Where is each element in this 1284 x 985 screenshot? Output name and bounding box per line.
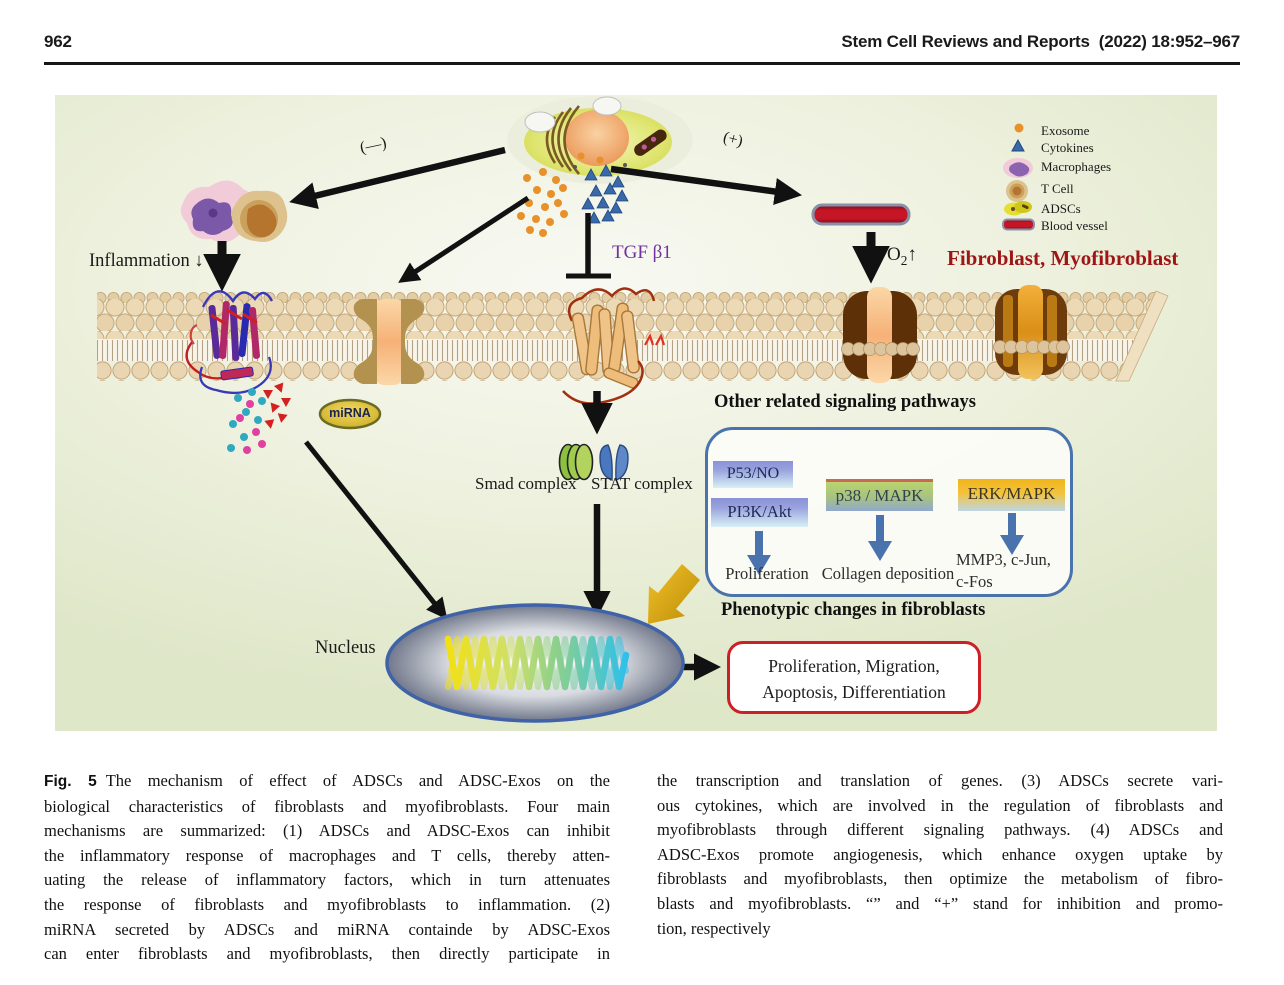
mirna-label: miRNA	[329, 406, 371, 420]
tgf-receptor-icon	[562, 287, 666, 405]
membrane-channel-icon	[353, 299, 425, 385]
caption-line: the response of fibroblasts and myofibro…	[44, 894, 610, 914]
caption-line: uating the release of inflammatory facto…	[44, 870, 610, 890]
o2-sub: 2	[900, 252, 908, 268]
nucleus-label: Nucleus	[315, 638, 376, 658]
t-cell-legend-icon	[1006, 180, 1028, 202]
caption-line: the inflammatory response of macrophages…	[44, 845, 610, 865]
caption-line: miRNA secreted by ADSCs and miRNA contai…	[44, 919, 610, 939]
phenotypic-title: Phenotypic changes in fibroblasts	[721, 600, 986, 620]
exosome-icon	[1014, 123, 1024, 133]
smad-complex-label: Smad complex	[475, 474, 577, 493]
inhibition-bar	[566, 213, 611, 279]
cytokine-triangles	[581, 164, 629, 224]
page-number: 962	[44, 32, 72, 51]
legend-label: Macrophages	[1041, 159, 1112, 174]
caption-line: mechanisms are summarized: (1) ADSCs and…	[44, 821, 610, 841]
p38-mapk-box: p38 / MAPK	[826, 479, 933, 511]
outcome-line2: Apoptosis, Differentiation	[762, 682, 946, 702]
legend-label: Exosome	[1041, 123, 1090, 138]
adsc-cell-icon	[507, 96, 693, 184]
legend-label: T Cell	[1041, 181, 1074, 196]
header-rule	[44, 62, 1240, 65]
caption-line: the transcription and translation of gen…	[657, 771, 1223, 790]
channel-protein-icon-2	[993, 285, 1070, 379]
fibroblast-label: Fibroblast, Myofibroblast	[947, 246, 1179, 270]
p53-no-box: P53/NO	[713, 461, 793, 488]
outcome-box: Proliferation, Migration, Apoptosis, Dif…	[727, 641, 981, 714]
outcome-line1: Proliferation, Migration,	[768, 656, 940, 676]
mmp3-line1: MMP3, c-Jun,	[956, 550, 1051, 569]
pi3k-akt-box: PI3K/Akt	[711, 498, 808, 527]
pathway-arrow	[868, 515, 892, 561]
arrows	[203, 146, 890, 681]
caption-right-column: the transcription and translation of gen…	[657, 769, 1223, 941]
mirna-oval	[318, 398, 382, 430]
t-cell-icon	[231, 190, 288, 242]
erk-mapk-box: ERK/MAPK	[958, 479, 1065, 511]
tgf-beta1-label: TGF β1	[612, 242, 672, 263]
caption-line: myofibroblasts through different signali…	[657, 820, 1223, 840]
caption-left-column: Fig. 5 The mechanism of effect of ADSCs a…	[44, 769, 610, 967]
legend-label: Blood vessel	[1041, 218, 1108, 233]
smad-complex-icon	[558, 443, 594, 481]
inflammation-receptor-icon	[185, 290, 274, 395]
caption-line: biological characteristics of fibroblast…	[44, 796, 610, 816]
nucleus-icon	[385, 603, 685, 723]
journal-reference: Stem Cell Reviews and Reports (2022) 18:…	[841, 32, 1240, 51]
legend-label: ADSCs	[1041, 201, 1081, 216]
mmp3-line2: c-Fos	[956, 572, 993, 591]
cytokines-icon	[1011, 138, 1025, 152]
blood-vessel-legend-icon	[1002, 218, 1035, 231]
caption-text: The mechanism of effect of ADSCs and ADS…	[105, 771, 610, 790]
collagen-label: Collagen deposition	[821, 564, 955, 583]
figure-diagram	[97, 96, 1169, 723]
stat-complex-label: STAT complex	[591, 474, 693, 493]
pathway-arrow	[747, 531, 771, 575]
caption-line: fibroblasts and myofibroblasts, then opt…	[657, 869, 1223, 889]
inflammation-label: Inflammation ↓	[89, 251, 204, 271]
gold-arrow-icon	[648, 564, 700, 624]
caption-line: blasts and myofibroblasts. “” and “+” st…	[657, 893, 1223, 913]
figure-label: Fig. 5	[44, 773, 97, 790]
legend-label: Cytokines	[1041, 140, 1094, 155]
o2-up-arrow: ↑	[907, 244, 917, 265]
caption-line: ous cytokines, which are involved in the…	[657, 795, 1223, 815]
adscs-icon	[1004, 201, 1032, 216]
figure-panel: Exosome Cytokines Macrophages T Cell ADS…	[55, 95, 1217, 731]
oxygen-label: O2↑	[887, 244, 917, 269]
mmp3-label: MMP3, c-Jun, c-Fos	[956, 550, 1078, 592]
o2-base: O	[887, 244, 901, 265]
inflammatory-factors	[227, 382, 291, 454]
caption-line: tion, respectively	[657, 918, 771, 938]
caption-line: Fig. 5 The mechanism of effect of ADSCs a…	[44, 769, 610, 795]
macrophages-icon	[1003, 158, 1033, 178]
proliferation-label: Proliferation	[725, 564, 809, 583]
caption-line: can enter fibroblasts and myofibroblasts…	[44, 944, 610, 964]
dna-helix-icon	[444, 635, 630, 691]
stat-complex-icon	[599, 444, 629, 481]
pathways-title: Other related signaling pathways	[714, 392, 976, 412]
blood-vessel-icon	[811, 203, 911, 226]
caption-line: ADSC-Exos promote angiogenesis, which en…	[657, 844, 1223, 864]
pathway-arrow	[1000, 513, 1024, 555]
channel-protein-icon	[841, 287, 920, 383]
